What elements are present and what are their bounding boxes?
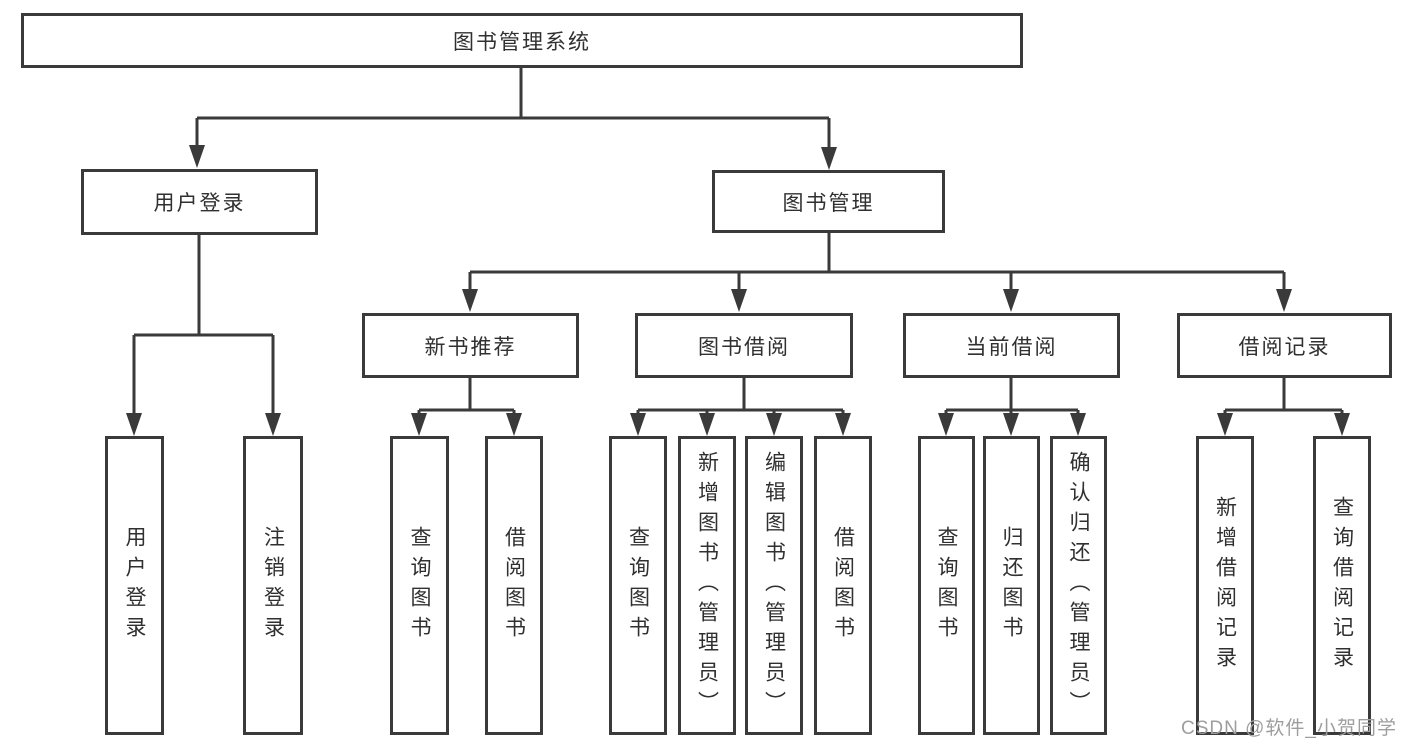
watermark: CSDN @软件_小贺同学 <box>1181 718 1397 739</box>
connector-root-branch <box>189 68 837 170</box>
leaf-new-book-borrow: 借阅图书 <box>485 436 543 735</box>
leaf-book-borrow-borrow-label: 借阅图书 <box>831 525 855 646</box>
leaf-book-borrow-query-label: 查询图书 <box>626 525 650 646</box>
leaf-book-borrow-edit: 编辑图书（管理员） <box>745 436 803 735</box>
node-root: 图书管理系统 <box>21 13 1023 68</box>
connector-book-borrow-branch <box>630 378 851 436</box>
node-borrow-records-label: 借阅记录 <box>1238 335 1331 359</box>
leaf-current-borrow-confirm: 确认归还（管理员） <box>1050 436 1107 735</box>
leaf-book-borrow-edit-label: 编辑图书（管理员） <box>762 450 786 721</box>
node-book-borrow: 图书借阅 <box>635 313 853 378</box>
leaf-new-book-query-label: 查询图书 <box>408 525 431 646</box>
leaf-new-book-query: 查询图书 <box>390 436 449 735</box>
node-borrow-records: 借阅记录 <box>1177 313 1392 378</box>
node-user-login: 用户登录 <box>81 169 318 235</box>
connector-new-book-recommend-branch <box>411 378 522 436</box>
leaf-current-borrow-return-label: 归还图书 <box>1000 525 1023 646</box>
connector-user-login-branch <box>126 235 281 436</box>
leaf-current-borrow-confirm-label: 确认归还（管理员） <box>1067 450 1090 721</box>
leaf-borrow-records-add-label: 新增借阅记录 <box>1213 495 1237 676</box>
leaf-current-borrow-query-label: 查询图书 <box>935 525 958 646</box>
leaf-borrow-records-query: 查询借阅记录 <box>1313 436 1371 735</box>
node-user-login-label: 用户登录 <box>153 192 246 215</box>
node-book-borrow-label: 图书借阅 <box>698 335 790 359</box>
leaf-book-borrow-add-label: 新增图书（管理员） <box>695 450 719 721</box>
connector-book-management-branch <box>462 233 1292 312</box>
node-current-borrow-label: 当前借阅 <box>965 335 1058 359</box>
leaf-book-borrow-query: 查询图书 <box>609 436 667 735</box>
leaf-current-borrow-query: 查询图书 <box>918 436 975 735</box>
connector-current-borrow-branch <box>938 378 1086 436</box>
leaf-borrow-records-add: 新增借阅记录 <box>1196 436 1254 735</box>
leaf-user-login-login: 用户登录 <box>105 436 164 735</box>
leaf-book-borrow-add: 新增图书（管理员） <box>678 436 736 735</box>
leaf-user-login-logout: 注销登录 <box>243 436 303 735</box>
leaf-book-borrow-borrow: 借阅图书 <box>814 436 872 735</box>
node-book-management-label: 图书管理 <box>782 191 875 215</box>
leaf-new-book-borrow-label: 借阅图书 <box>502 525 526 646</box>
node-new-book-recommend: 新书推荐 <box>362 313 579 378</box>
node-root-label: 图书管理系统 <box>453 30 591 54</box>
node-book-management: 图书管理 <box>712 170 945 233</box>
leaf-user-login-login-label: 用户登录 <box>123 525 146 646</box>
node-new-book-recommend-label: 新书推荐 <box>424 335 517 359</box>
leaf-borrow-records-query-label: 查询借阅记录 <box>1330 495 1354 676</box>
leaf-current-borrow-return: 归还图书 <box>983 436 1040 735</box>
connector-borrow-records-branch <box>1217 378 1350 436</box>
node-current-borrow: 当前借阅 <box>903 313 1120 378</box>
leaf-user-login-logout-label: 注销登录 <box>261 525 285 646</box>
